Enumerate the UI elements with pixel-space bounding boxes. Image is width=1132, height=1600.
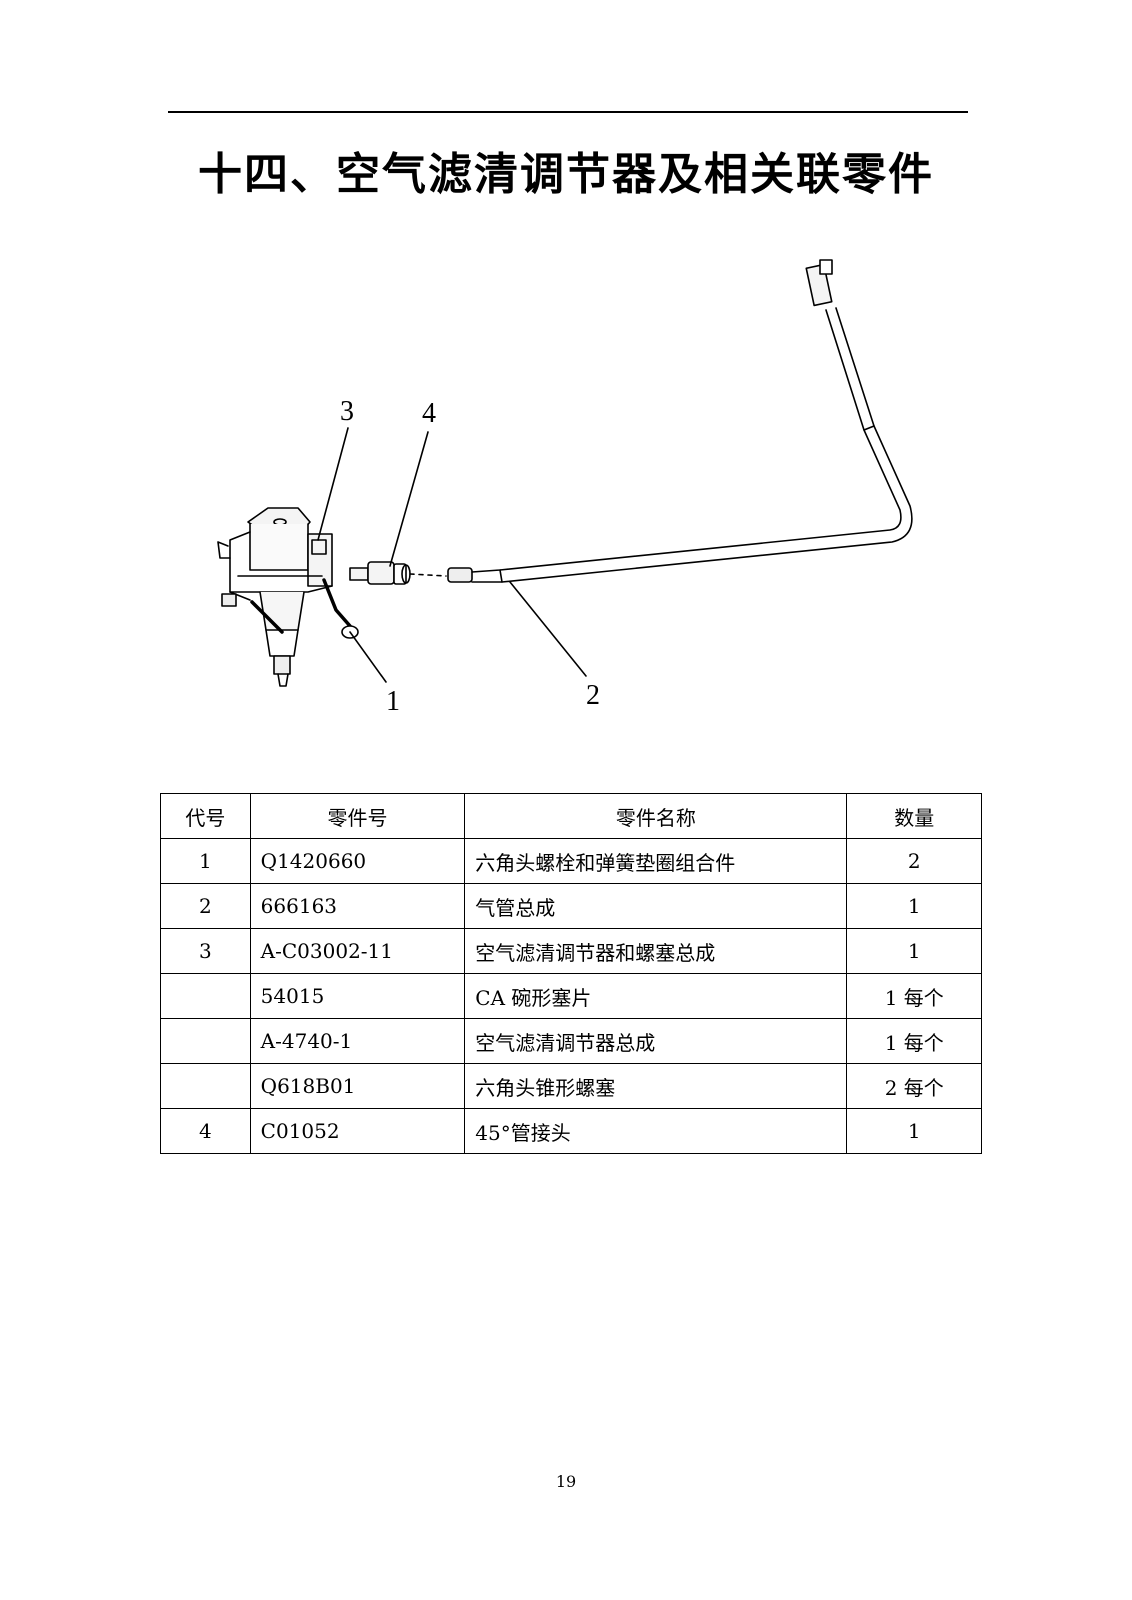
cell-code: 1 bbox=[160, 838, 251, 884]
table-row: Q618B01 六角头锥形螺塞 2 每个 bbox=[160, 1063, 982, 1109]
cell-part-name: 六角头螺栓和弹簧垫圈组合件 bbox=[464, 838, 848, 884]
cell-part-name: 空气滤清调节器和螺塞总成 bbox=[464, 928, 848, 974]
cell-part-number: C01052 bbox=[249, 1108, 466, 1154]
callout-4: 4 bbox=[422, 398, 436, 429]
cell-part-number: Q618B01 bbox=[249, 1063, 466, 1109]
cell-part-number: Q1420660 bbox=[249, 838, 466, 884]
page-number: 19 bbox=[555, 1472, 577, 1491]
cell-part-number: A-4740-1 bbox=[249, 1018, 466, 1064]
cell-part-number: 666163 bbox=[249, 883, 466, 929]
table-row: A-4740-1 空气滤清调节器总成 1 每个 bbox=[160, 1018, 982, 1064]
page-title: 十四、空气滤清调节器及相关联零件 bbox=[198, 149, 934, 200]
cell-quantity: 1 每个 bbox=[846, 973, 982, 1019]
cell-part-name: 45°管接头 bbox=[464, 1108, 848, 1154]
table-row: 54015 CA 碗形塞片 1 每个 bbox=[160, 973, 982, 1019]
header-rule bbox=[168, 111, 968, 113]
header-code: 代号 bbox=[160, 793, 251, 839]
table-header-row: 代号 零件号 零件名称 数量 bbox=[160, 793, 982, 839]
parts-table: 代号 零件号 零件名称 数量 1 Q1420660 六角头螺栓和弹簧垫圈组合件 … bbox=[160, 793, 982, 1154]
table-row: 1 Q1420660 六角头螺栓和弹簧垫圈组合件 2 bbox=[160, 838, 982, 884]
header-part-number: 零件号 bbox=[249, 793, 466, 839]
exploded-parts-diagram: 3 4 1 2 bbox=[217, 259, 913, 717]
cell-code bbox=[160, 1063, 251, 1109]
table-row: 2 666163 气管总成 1 bbox=[160, 883, 982, 929]
cell-part-name: CA 碗形塞片 bbox=[464, 973, 848, 1019]
cell-part-number: A-C03002-11 bbox=[249, 928, 466, 974]
cell-part-name: 气管总成 bbox=[464, 883, 848, 929]
air-pipe-assembly bbox=[447, 259, 913, 583]
filter-regulator-body bbox=[217, 507, 359, 687]
cell-part-name: 空气滤清调节器总成 bbox=[464, 1018, 848, 1064]
cell-code: 4 bbox=[160, 1108, 251, 1154]
callout-2: 2 bbox=[586, 680, 600, 711]
cell-code bbox=[160, 1018, 251, 1064]
callout-3: 3 bbox=[340, 396, 354, 427]
header-quantity: 数量 bbox=[846, 793, 982, 839]
cell-quantity: 2 bbox=[846, 838, 982, 884]
cell-quantity: 2 每个 bbox=[846, 1063, 982, 1109]
cell-part-name: 六角头锥形螺塞 bbox=[464, 1063, 848, 1109]
cell-part-number: 54015 bbox=[249, 973, 466, 1019]
table-row: 3 A-C03002-11 空气滤清调节器和螺塞总成 1 bbox=[160, 928, 982, 974]
cell-quantity: 1 bbox=[846, 883, 982, 929]
callout-1: 1 bbox=[386, 686, 400, 717]
cell-code bbox=[160, 973, 251, 1019]
header-part-name: 零件名称 bbox=[464, 793, 848, 839]
cell-quantity: 1 bbox=[846, 928, 982, 974]
cell-quantity: 1 bbox=[846, 1108, 982, 1154]
elbow-fitting bbox=[349, 561, 411, 585]
cell-quantity: 1 每个 bbox=[846, 1018, 982, 1064]
cell-code: 2 bbox=[160, 883, 251, 929]
cell-code: 3 bbox=[160, 928, 251, 974]
table-row: 4 C01052 45°管接头 1 bbox=[160, 1108, 982, 1154]
